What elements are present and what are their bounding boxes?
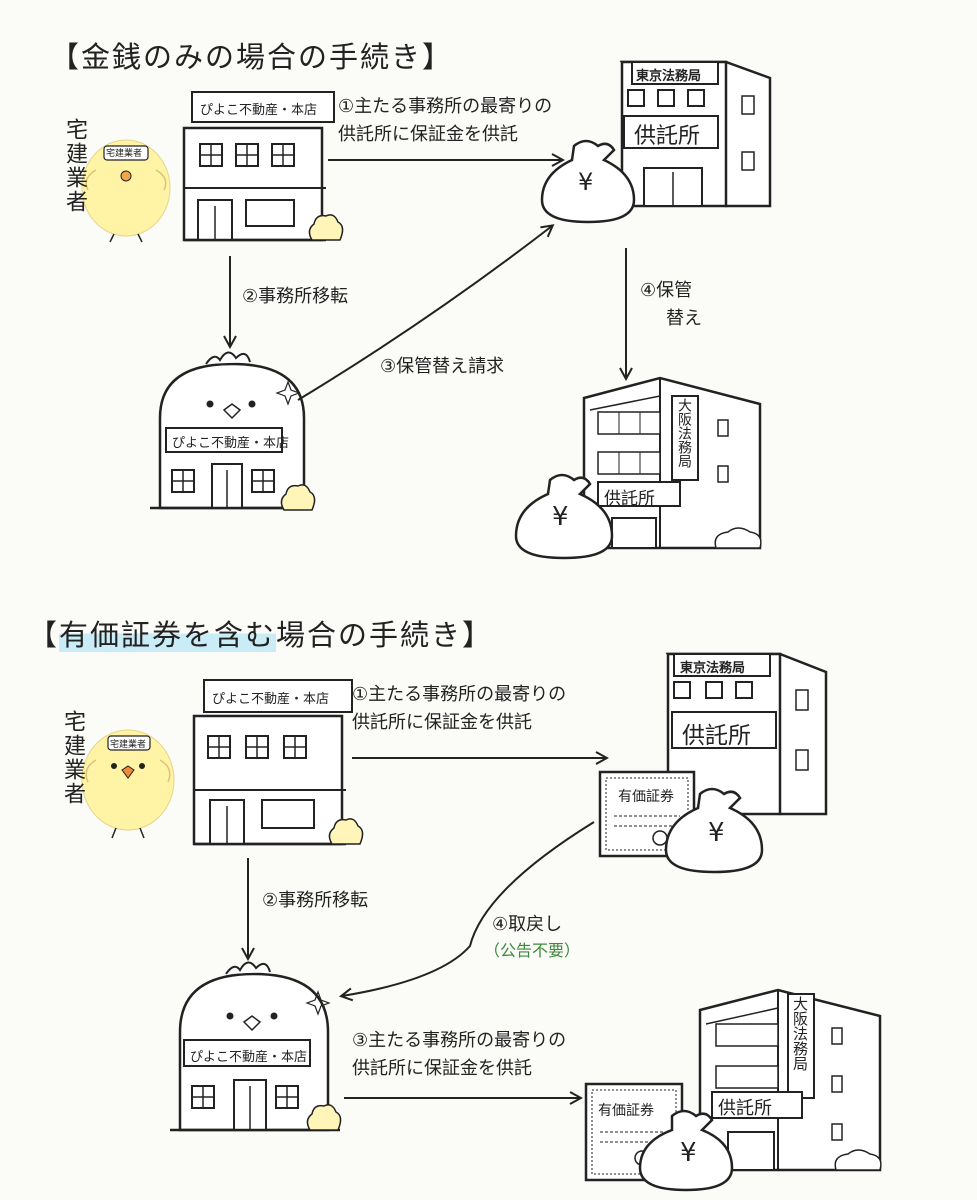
step2-label-s2: ②事務所移転 bbox=[262, 890, 369, 911]
relocated-office-chick-1 bbox=[150, 351, 316, 511]
osaka-bureau-building-2 bbox=[698, 988, 882, 1172]
yen-symbol-1: ¥ bbox=[578, 168, 594, 196]
money-bag-4 bbox=[638, 1109, 734, 1192]
step1-label-s2-line2: 供託所に保証金を供託 bbox=[352, 712, 532, 733]
office-sign-2: ぴよこ不動産・本店 bbox=[212, 692, 330, 707]
osaka-sign-1: 大阪法務局 bbox=[676, 398, 692, 468]
step4-label-s2-line1: ④取戻し bbox=[492, 914, 563, 935]
yen-symbol-4: ¥ bbox=[680, 1138, 697, 1168]
agent-label-2: 宅建業者 bbox=[60, 710, 85, 806]
step4-label-s2-note: （公告不要） bbox=[484, 941, 581, 960]
step2-label-s1: ②事務所移転 bbox=[242, 286, 349, 307]
step4-label-s1-line2: 替え bbox=[666, 308, 702, 329]
securities-label-2: 有価証券 bbox=[598, 1103, 654, 1119]
step3-label-s1: ③保管替え請求 bbox=[380, 356, 505, 377]
yen-symbol-2: ¥ bbox=[552, 502, 569, 532]
section2-title: 【有価証券を含む場合の手続き】 bbox=[28, 618, 494, 652]
step4-label-s1-line1: ④保管 bbox=[640, 280, 693, 301]
agent-badge-1: 宅建業者 bbox=[106, 149, 143, 159]
office-building-1 bbox=[182, 91, 344, 242]
step1-label-s2-line1: ①主たる事務所の最寄りの bbox=[352, 684, 567, 705]
chick-agent-1 bbox=[81, 139, 171, 243]
yen-symbol-3: ¥ bbox=[708, 818, 725, 848]
relocated-office-chick-2 bbox=[170, 961, 342, 1132]
tokyo-bureau-building-1 bbox=[619, 60, 772, 208]
depository-sign-1: 供託所 bbox=[634, 124, 701, 149]
osaka-sign-2: 大阪法務局 bbox=[791, 996, 809, 1071]
arrow-step3-s1 bbox=[297, 226, 552, 401]
office-sign-1: ぴよこ不動産・本店 bbox=[200, 103, 318, 118]
depository-sign-2: 供託所 bbox=[604, 489, 655, 509]
step1-label-s1-line1: ①主たる事務所の最寄りの bbox=[338, 96, 553, 117]
office-building-2 bbox=[192, 679, 364, 846]
money-bag-1 bbox=[540, 139, 636, 224]
step1-label-s1-line2: 供託所に保証金を供託 bbox=[338, 124, 518, 145]
agent-label-1: 宅建業者 bbox=[62, 118, 87, 214]
tokyo-bureau-building-2 bbox=[665, 652, 828, 816]
step3-label-s2-line2: 供託所に保証金を供託 bbox=[352, 1058, 532, 1079]
tokyo-sign-2: 東京法務局 bbox=[680, 661, 746, 676]
section1-title: 【金銭のみの場合の手続き】 bbox=[50, 40, 454, 74]
osaka-bureau-building-1 bbox=[582, 376, 762, 550]
tokyo-sign-1: 東京法務局 bbox=[636, 69, 702, 84]
relocated-office-sign-1: ぴよこ不動産・本店 bbox=[172, 436, 290, 451]
chick-agent-2 bbox=[81, 729, 175, 839]
securities-label-1: 有価証券 bbox=[618, 789, 674, 805]
agent-badge-2: 宅建業者 bbox=[110, 740, 147, 750]
depository-sign-4: 供託所 bbox=[718, 1098, 772, 1119]
money-bag-3 bbox=[664, 787, 764, 874]
money-bag-2 bbox=[514, 473, 614, 560]
relocated-office-sign-2: ぴよこ不動産・本店 bbox=[190, 1050, 308, 1065]
arrow-step4-s2 bbox=[342, 821, 595, 996]
step3-label-s2-line1: ③主たる事務所の最寄りの bbox=[352, 1030, 567, 1051]
depository-sign-3: 供託所 bbox=[682, 723, 751, 749]
